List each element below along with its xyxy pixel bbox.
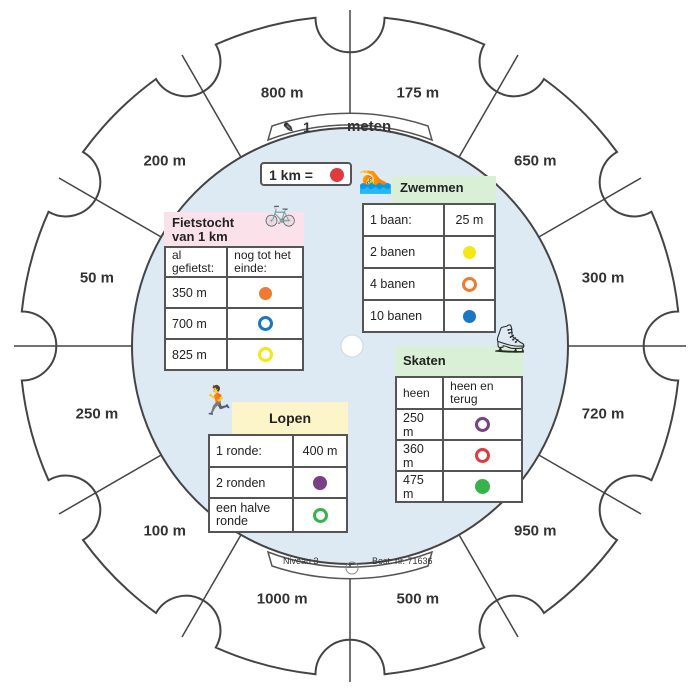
skaten-row-answer[interactable] [442,439,523,472]
skaten-row-answer[interactable] [442,470,523,503]
zwemmen-row-value: 4 banen [362,267,445,301]
order-number: Best. nr. 71636 [372,556,433,566]
skaten-col2: heen en terug [442,376,523,410]
zwemmen-row-answer[interactable] [442,267,497,301]
km-box: 1 km = [260,162,352,186]
red-ring [475,448,491,464]
lopen-table: 1 ronde:400 m 2 ronden een halve ronde [208,434,348,533]
green-dot [475,479,491,495]
distance-label: 720 m [581,405,625,423]
distance-label: 100 m [143,522,187,540]
distance-label: 500 m [396,590,440,608]
blue-ring [257,316,273,332]
segment-divider [58,177,162,238]
skaten-col1: heen [394,376,445,410]
skaten-row-value: 360 m [394,439,445,472]
fietstocht-row-answer[interactable] [226,276,304,309]
lopen-row-value: een halve ronde [208,497,294,533]
segment-divider [181,54,242,158]
lopen-row-value: 2 ronden [208,466,294,499]
lopen-first-value: 400 m [292,434,348,468]
distance-label: 950 m [513,522,557,540]
segment-divider [538,454,642,515]
segment-divider [458,54,519,158]
distance-label: 800 m [260,84,304,102]
purple-dot [313,475,327,490]
distance-label: 250 m [75,405,119,423]
blue-dot [462,310,476,324]
fietstocht-col1: al gefietst: [163,246,229,278]
skaten-row-value: 250 m [394,408,445,441]
pencil-icon: ✎ [283,120,294,135]
title-banner [266,112,434,142]
fietstocht-col2: nog tot het einde: [226,246,304,278]
zwemmen-table: 1 baan:25 m 2 banen 4 banen 10 banen [362,203,497,333]
fietstocht-header: Fietstocht van 1 km [164,212,304,246]
zwemmen-row-answer[interactable] [442,299,497,333]
skater-icon: ⛸ [492,323,528,354]
purple-ring [475,417,491,433]
yellow-dot [462,246,476,260]
green-ring [312,507,328,523]
fietstocht-row-value: 700 m [163,307,229,340]
distance-label: 175 m [396,84,440,102]
center-hole [340,334,364,358]
zwemmen-title: Zwemmen [400,180,464,195]
fietstocht-row-value: 825 m [163,338,229,371]
fietstocht-title: Fietstocht van 1 km [172,215,235,244]
km-box-text: 1 km = [269,167,313,183]
segment-divider [58,454,162,515]
skaten-row-answer[interactable] [442,408,523,441]
yellow-ring [257,347,273,363]
swimmer-icon: 🏊 [358,163,393,194]
zwemmen-first-value: 25 m [442,203,497,237]
segment-divider [538,177,642,238]
zwemmen-header: Zwemmen [392,176,496,203]
segment-divider [458,534,519,638]
title-label: meten [347,118,392,135]
lopen-row-answer[interactable] [292,497,348,533]
fietstocht-table: al gefietst:nog tot het einde: 350 m 700… [163,246,304,371]
lopen-first-label: 1 ronde: [208,434,294,468]
lopen-header: Lopen [232,402,348,434]
level-label: Niveau 3 [283,556,319,566]
distance-label: 200 m [143,152,187,170]
bottom-banner [266,550,434,580]
skaten-title: Skaten [403,353,446,368]
fietstocht-row-value: 350 m [163,276,229,309]
zwemmen-first-label: 1 baan: [362,203,445,237]
lopen-row-answer[interactable] [292,466,348,499]
skaten-header: Skaten [395,346,523,376]
lopen-title: Lopen [269,410,311,426]
distance-label: 300 m [581,269,625,287]
fietstocht-row-answer[interactable] [226,307,304,340]
distance-label: 50 m [79,269,115,287]
zwemmen-row-answer[interactable] [442,235,497,269]
red-marker [330,168,344,182]
orange-dot [258,286,272,300]
distance-label: 1000 m [256,590,308,608]
cyclist-icon: 🚲 [264,197,297,227]
zwemmen-row-value: 2 banen [362,235,445,269]
distance-label: 650 m [513,152,557,170]
orange-ring [461,276,477,292]
runner-icon: 🏃 [200,385,235,416]
crosshair-icon [345,561,359,575]
lesson-number: 1 [303,119,311,135]
segment-dividers [14,10,686,682]
zwemmen-row-value: 10 banen [362,299,445,333]
skaten-row-value: 475 m [394,470,445,503]
fietstocht-row-answer[interactable] [226,338,304,371]
segment-divider [181,534,242,638]
